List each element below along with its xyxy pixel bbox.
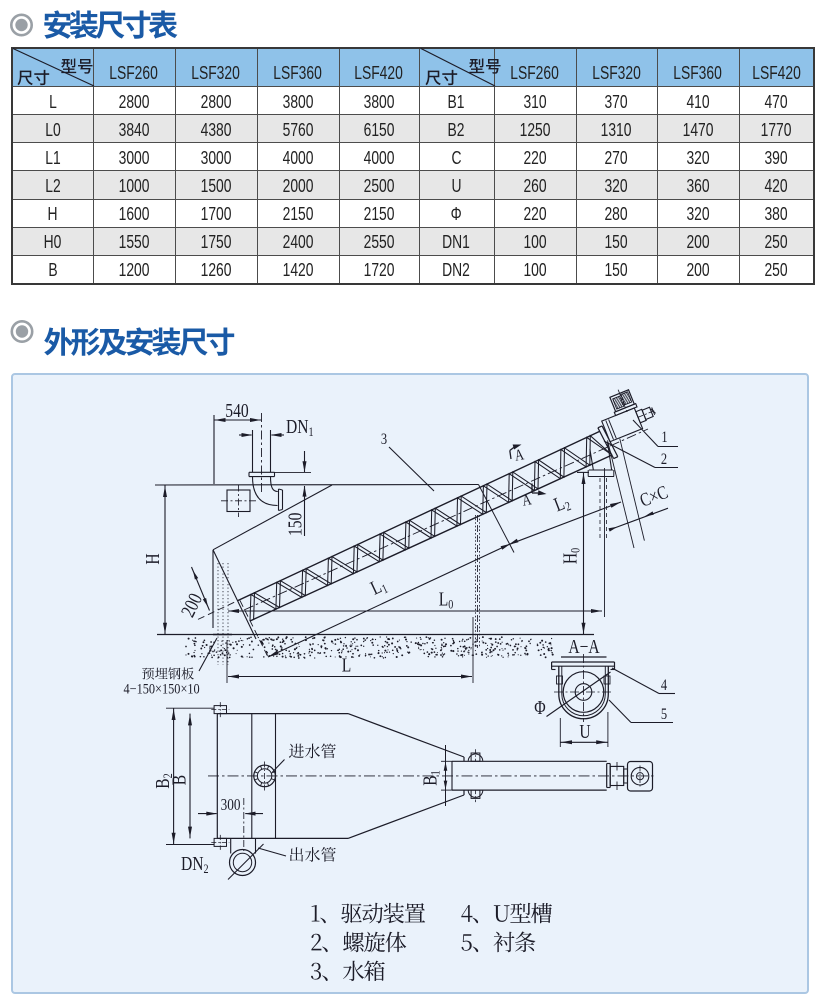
svg-text:4−150×150×10: 4−150×150×10 [124, 681, 200, 697]
svg-text:1: 1 [661, 429, 667, 447]
svg-text:L2: L2 [551, 490, 573, 518]
svg-text:A: A [521, 491, 534, 510]
svg-text:H0: H0 [559, 548, 583, 564]
svg-text:150: 150 [284, 513, 306, 536]
svg-text:3: 3 [381, 431, 387, 449]
svg-text:200: 200 [176, 590, 206, 621]
svg-text:B: B [168, 775, 190, 785]
svg-text:300: 300 [221, 796, 241, 815]
svg-text:2: 2 [661, 451, 667, 469]
svg-text:DN2: DN2 [181, 852, 209, 876]
svg-text:H: H [141, 553, 163, 564]
svg-text:L: L [342, 654, 352, 676]
svg-text:5: 5 [661, 706, 667, 724]
svg-text:L1: L1 [367, 573, 391, 601]
svg-text:4: 4 [661, 677, 667, 695]
svg-text:540: 540 [225, 399, 248, 421]
svg-text:A−A: A−A [568, 635, 599, 657]
svg-text:C×C: C×C [637, 481, 671, 511]
svg-text:B1: B1 [419, 770, 443, 786]
svg-text:L0: L0 [439, 588, 454, 612]
svg-text:A: A [513, 446, 526, 465]
svg-text:U: U [579, 720, 590, 742]
svg-text:Φ: Φ [534, 696, 545, 718]
svg-text:DN1: DN1 [286, 415, 314, 439]
